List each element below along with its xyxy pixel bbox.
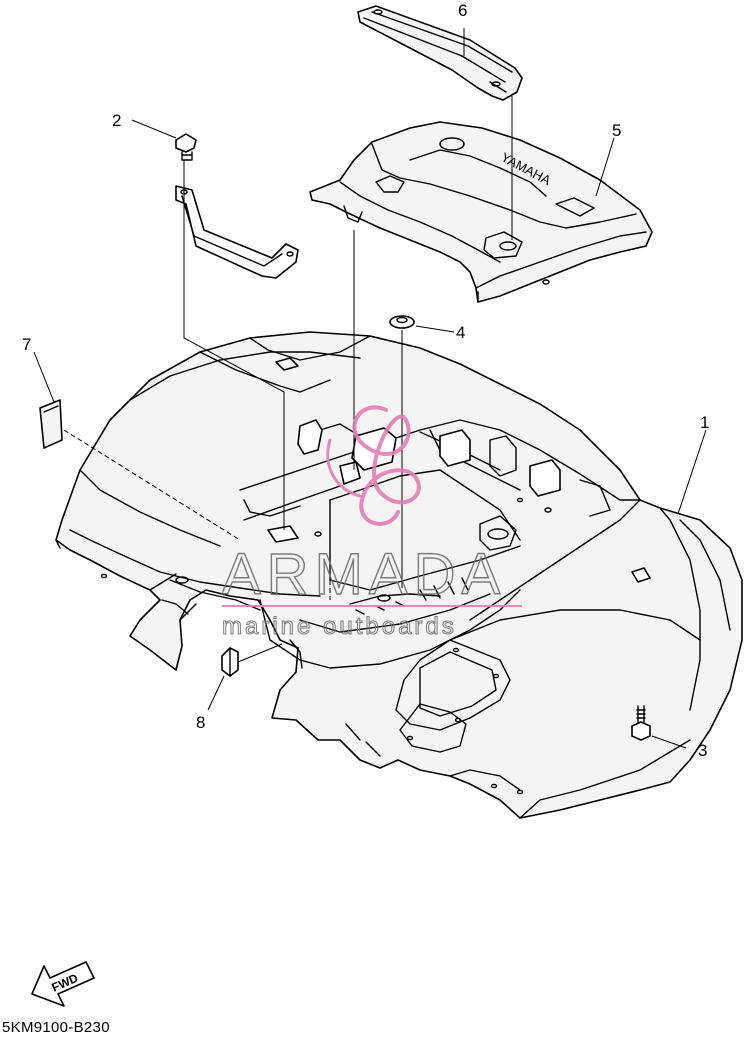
watermark-tagline: marine outboards <box>222 613 457 640</box>
part-4-grommet <box>389 315 415 329</box>
part-2-bolt <box>175 133 197 161</box>
callout-7: 7 <box>22 335 31 354</box>
figure-code: 5KM9100-B230 <box>2 1019 110 1036</box>
part-8-clip <box>221 647 239 677</box>
rear-bracket <box>175 185 299 279</box>
callout-4: 4 <box>456 323 465 342</box>
callout-2: 2 <box>112 111 121 130</box>
callout-6: 6 <box>458 1 467 20</box>
watermark: ARMADA marine outboards <box>221 405 522 641</box>
part-5-top-cover: YAMAHA <box>309 121 653 303</box>
callout-3: 3 <box>698 741 707 760</box>
callout-1: 1 <box>700 413 709 432</box>
callout-8: 8 <box>196 713 205 732</box>
part-3-bolt <box>631 705 651 741</box>
callout-leaders <box>33 28 707 749</box>
part-1-rear-fender <box>55 331 743 819</box>
watermark-logo-swirl <box>352 405 421 526</box>
watermark-brand: ARMADA <box>222 542 506 607</box>
part-6-plate <box>357 5 523 101</box>
callout-labels: 1 2 3 4 5 6 7 8 <box>22 1 709 760</box>
fwd-arrow: FWD <box>31 961 95 1007</box>
assembly-lines <box>63 96 513 663</box>
callout-5: 5 <box>612 121 621 140</box>
part-7-label <box>39 399 63 449</box>
